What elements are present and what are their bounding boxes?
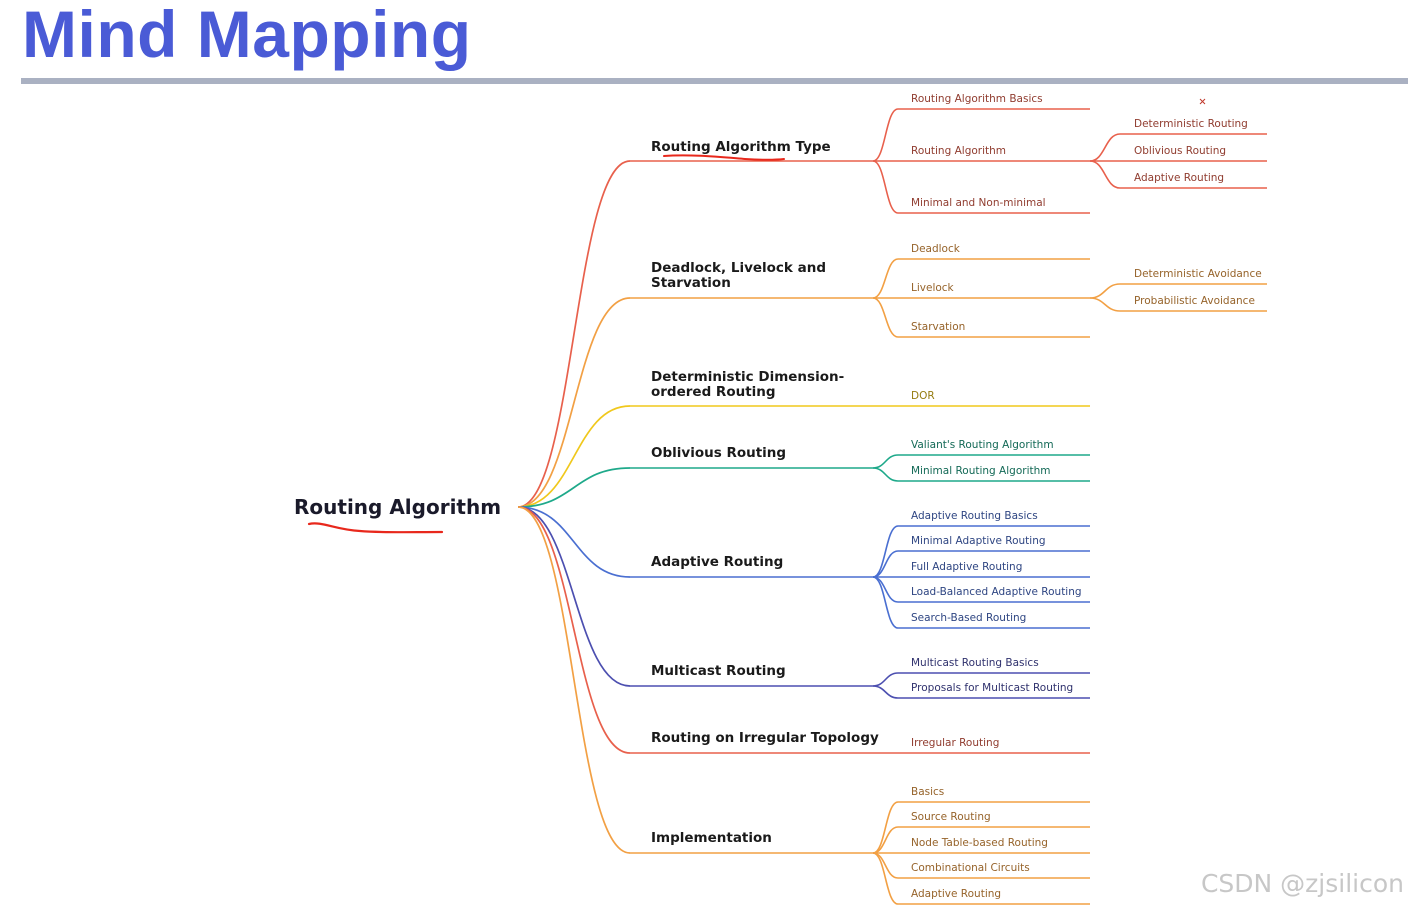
leaf-label-5-5: Search-Based Routing <box>911 612 1026 624</box>
connector-root-branch-3 <box>517 405 631 508</box>
page-title: Mind Mapping <box>22 0 472 71</box>
connector-sub-2-2-1 <box>1089 283 1121 299</box>
connector-branch-5-leaf-2 <box>872 550 899 578</box>
leaf-label-7-1: Irregular Routing <box>911 737 999 749</box>
branch-underline-annotation <box>663 154 785 161</box>
connector-root-branch-5 <box>517 506 631 578</box>
root-node-label: Routing Algorithm <box>294 495 501 519</box>
leaf-label-5-2: Minimal Adaptive Routing <box>911 535 1046 547</box>
connector-branch-2-leaf-3 <box>872 297 899 338</box>
leaf-label-8-4: Combinational Circuits <box>911 862 1030 874</box>
branch-label-6: Multicast Routing <box>651 663 786 679</box>
connector-branch-8-leaf-2 <box>872 826 899 854</box>
branch-label-3: Deterministic Dimension-ordered Routing <box>651 369 844 400</box>
root-underline-annotation <box>307 522 444 534</box>
leaf-label-5-4: Load-Balanced Adaptive Routing <box>911 586 1082 598</box>
connector-branch-5-leaf-4 <box>872 576 899 603</box>
leaf-label-5-1: Adaptive Routing Basics <box>911 510 1038 522</box>
connector-root-branch-2 <box>517 297 631 508</box>
connector-sub-2-2-2 <box>1089 297 1121 312</box>
leaf-label-8-3: Node Table-based Routing <box>911 837 1048 849</box>
stray-mark <box>1199 98 1206 105</box>
connector-branch-8-leaf-5 <box>872 852 899 905</box>
branch-label-5: Adaptive Routing <box>651 554 783 570</box>
leaf-label-1-2: Routing Algorithm <box>911 145 1006 157</box>
leaf-label-4-1: Valiant's Routing Algorithm <box>911 439 1054 451</box>
connector-root-branch-1 <box>517 160 631 508</box>
title-divider <box>21 78 1408 84</box>
connector-branch-4-leaf-1 <box>872 454 899 469</box>
leaf-label-6-2: Proposals for Multicast Routing <box>911 682 1073 694</box>
connector-branch-6-leaf-1 <box>872 672 899 687</box>
leaf-label-8-2: Source Routing <box>911 811 991 823</box>
connector-root-branch-4 <box>517 467 631 508</box>
leaf-label-4-2: Minimal Routing Algorithm <box>911 465 1050 477</box>
leaf-label-8-5: Adaptive Routing <box>911 888 1001 900</box>
leaf-label-1-3: Minimal and Non-minimal <box>911 197 1046 209</box>
connector-sub-1-2-3 <box>1089 160 1121 189</box>
leaf-label-5-3: Full Adaptive Routing <box>911 561 1022 573</box>
sub-leaf-label-2-2-1: Deterministic Avoidance <box>1134 268 1262 280</box>
sub-leaf-label-1-2-3: Adaptive Routing <box>1134 172 1224 184</box>
sub-leaf-label-1-2-2: Oblivious Routing <box>1134 145 1226 157</box>
sub-leaf-label-2-2-2: Probabilistic Avoidance <box>1134 295 1255 307</box>
connector-branch-2-leaf-1 <box>872 258 899 299</box>
leaf-label-2-3: Starvation <box>911 321 965 333</box>
leaf-label-3-1: DOR <box>911 390 935 402</box>
connector-branch-6-leaf-2 <box>872 685 899 699</box>
connector-branch-5-leaf-5 <box>872 576 899 629</box>
connector-root-branch-7 <box>517 506 631 754</box>
leaf-label-1-1: Routing Algorithm Basics <box>911 93 1043 105</box>
connector-branch-1-leaf-1 <box>872 108 899 162</box>
leaf-label-6-1: Multicast Routing Basics <box>911 657 1039 669</box>
watermark: CSDN @zjsilicon <box>1200 869 1404 898</box>
connector-branch-1-leaf-3 <box>872 160 899 214</box>
connector-sub-1-2-1 <box>1089 133 1121 162</box>
connector-branch-4-leaf-2 <box>872 467 899 482</box>
branch-label-4: Oblivious Routing <box>651 445 786 461</box>
connector-root-branch-6 <box>517 506 631 687</box>
leaf-label-2-1: Deadlock <box>911 243 961 255</box>
branch-label-8: Implementation <box>651 830 772 846</box>
connector-root-branch-8 <box>517 506 631 854</box>
leaf-label-2-2: Livelock <box>911 282 955 294</box>
sub-leaf-label-1-2-1: Deterministic Routing <box>1134 118 1248 130</box>
branch-label-7: Routing on Irregular Topology <box>651 730 879 746</box>
leaf-label-8-1: Basics <box>911 786 944 798</box>
connector-branch-8-leaf-4 <box>872 852 899 879</box>
branch-label-1: Routing Algorithm Type <box>651 139 831 155</box>
